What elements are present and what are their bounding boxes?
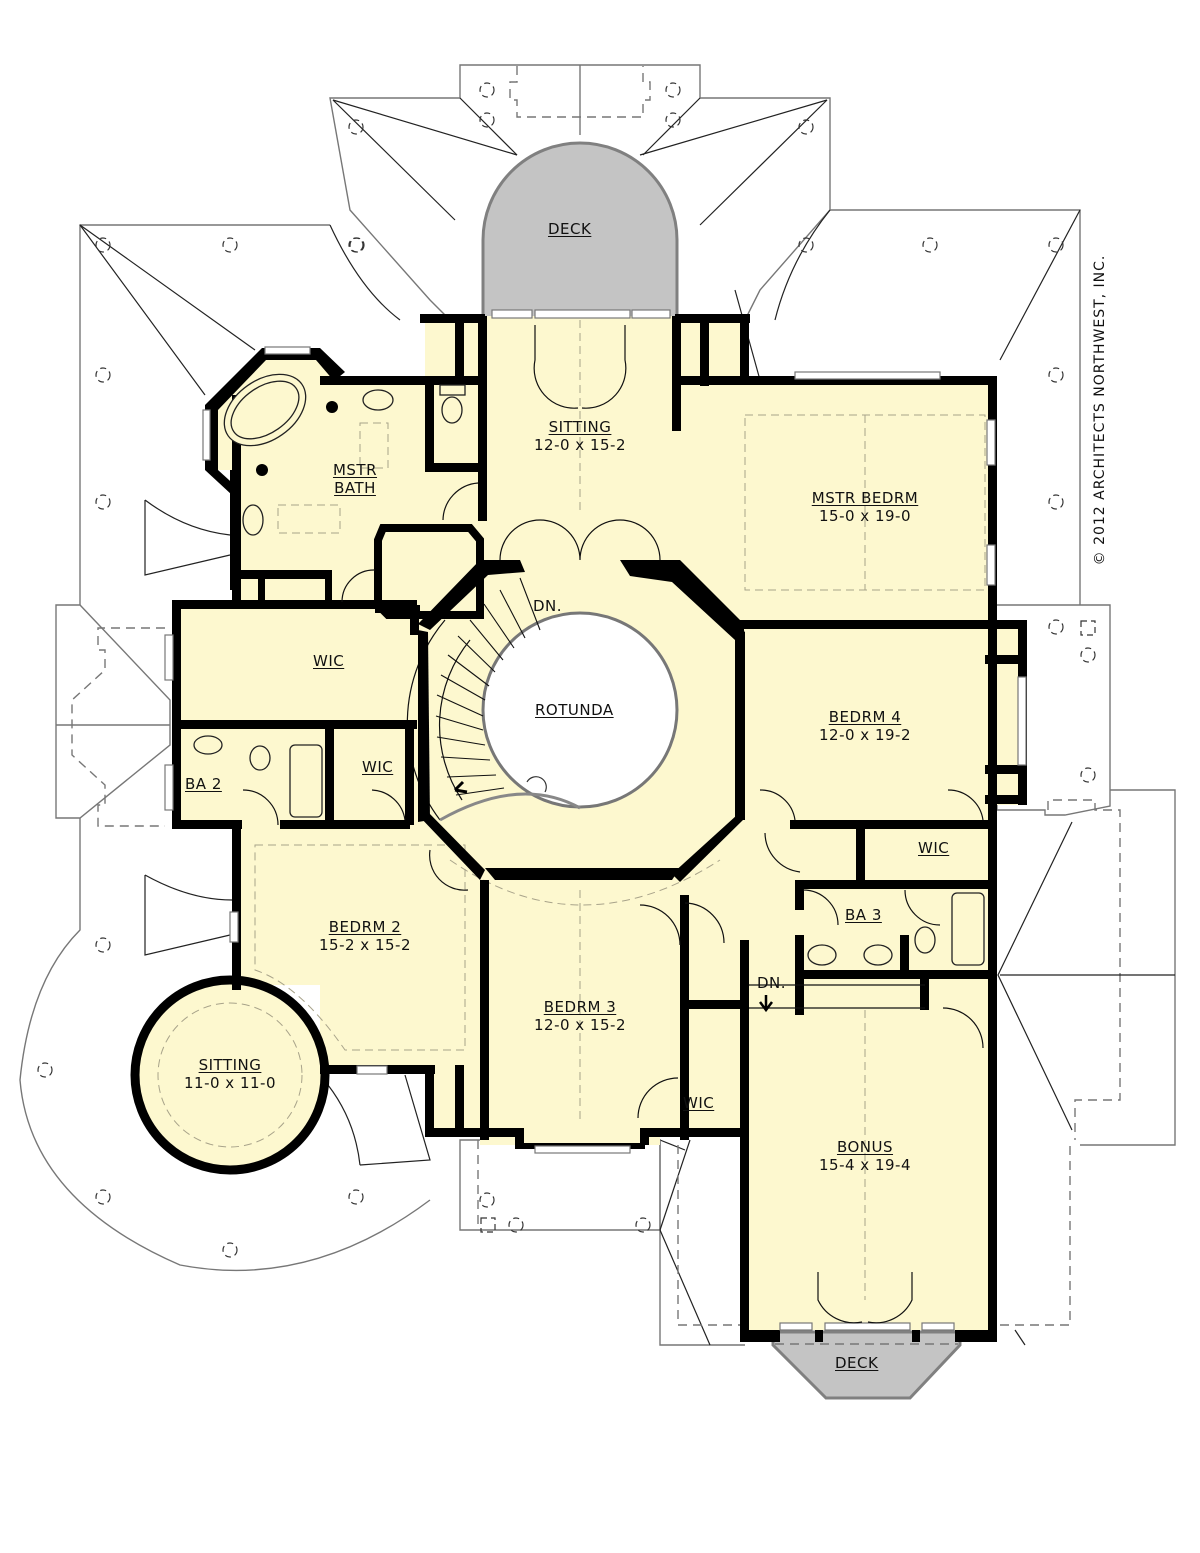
room-name: BA 3: [845, 906, 882, 924]
deck-north: [481, 141, 679, 320]
label-ba2: BA 2: [185, 774, 222, 793]
room-name: DECK: [548, 220, 592, 238]
roof-posts: [37, 82, 1096, 1258]
rotunda-opening: [406, 558, 742, 882]
label-deck-south: DECK: [835, 1353, 878, 1372]
label-wic-bedrm4: WIC: [918, 838, 949, 857]
label-stair-dn-bonus: DN.: [757, 974, 786, 992]
stair-direction: DN.: [757, 974, 787, 992]
label-stair-dn-main: DN.: [533, 597, 562, 615]
room-name: SITTING: [548, 418, 612, 436]
stair-direction: DN.: [533, 597, 563, 615]
room-name: DECK: [835, 1354, 879, 1372]
label-wic-bedrm3: WIC: [683, 1093, 714, 1112]
room-dims: 15-2 x 15-2: [319, 936, 411, 954]
room-name-line1: MSTR: [332, 461, 378, 479]
room-name: BONUS: [836, 1138, 894, 1156]
room-name: BEDRM 3: [543, 998, 617, 1016]
label-sitting-turret: SITTING 11-0 x 11-0: [170, 1055, 290, 1092]
label-mstr-bath: MSTR BATH: [330, 461, 380, 497]
label-bedrm3: BEDRM 3 12-0 x 15-2: [515, 997, 645, 1034]
room-name: WIC: [683, 1094, 715, 1112]
label-rotunda: ROTUNDA: [535, 700, 614, 719]
room-dims: 11-0 x 11-0: [184, 1074, 276, 1092]
label-bonus: BONUS 15-4 x 19-4: [805, 1137, 925, 1174]
label-wic-ba2: WIC: [362, 757, 393, 776]
room-name: BEDRM 2: [328, 918, 402, 936]
label-sitting-north: SITTING 12-0 x 15-2: [515, 417, 645, 454]
windows: [164, 309, 1027, 1331]
label-deck-north: DECK: [548, 219, 591, 238]
label-bedrm2: BEDRM 2 15-2 x 15-2: [300, 917, 430, 954]
room-name: MSTR BEDRM: [811, 489, 919, 507]
room-name: WIC: [918, 839, 950, 857]
fixtures: [193, 325, 985, 1324]
room-name: SITTING: [198, 1056, 262, 1074]
room-dims: 15-0 x 19-0: [819, 507, 911, 525]
room-name-line2: BATH: [334, 479, 376, 497]
room-dims: 15-4 x 19-4: [819, 1156, 911, 1174]
roof-outlines: [19, 64, 1176, 1346]
room-name: BA 2: [185, 775, 222, 793]
room-dims: 12-0 x 19-2: [819, 726, 911, 744]
label-wic-master: WIC: [313, 651, 344, 670]
room-name: BEDRM 4: [828, 708, 902, 726]
room-name: ROTUNDA: [535, 701, 614, 719]
label-bedrm4: BEDRM 4 12-0 x 19-2: [800, 707, 930, 744]
walls: [130, 314, 1027, 1342]
copyright-notice: © 2012 ARCHITECTS NORTHWEST, INC.: [1092, 254, 1108, 566]
label-ba3: BA 3: [845, 905, 882, 924]
room-name: WIC: [313, 652, 345, 670]
room-dims: 12-0 x 15-2: [534, 1016, 626, 1034]
label-mstr-bedrm: MSTR BEDRM 15-0 x 19-0: [780, 488, 950, 525]
room-name: WIC: [362, 758, 394, 776]
room-dims: 12-0 x 15-2: [534, 436, 626, 454]
